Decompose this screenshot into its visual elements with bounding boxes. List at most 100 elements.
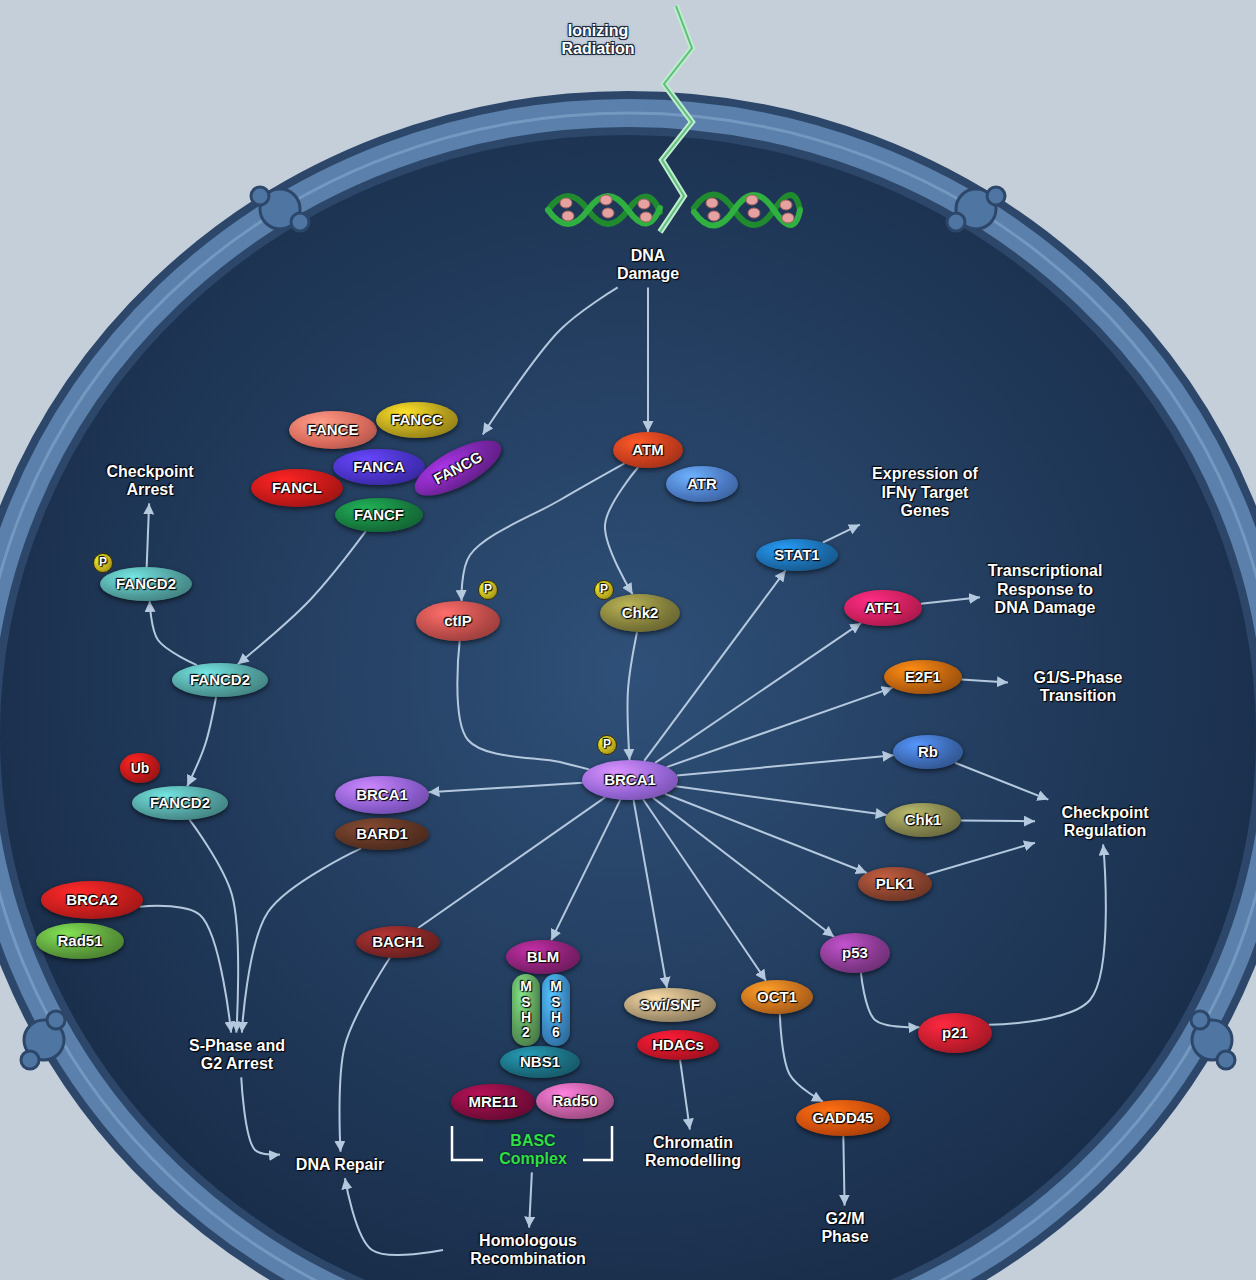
phospho-badge: P bbox=[597, 735, 617, 755]
node-text: P bbox=[603, 738, 611, 752]
pathway-arrow bbox=[187, 697, 216, 786]
node-text: DNA Repair bbox=[296, 1156, 384, 1174]
membrane-knob bbox=[1191, 1011, 1209, 1029]
protein-blob: MRE11 bbox=[451, 1084, 535, 1120]
node-text: BRCA1 bbox=[356, 786, 408, 803]
histone-bead bbox=[706, 198, 718, 208]
pathway-arrow bbox=[628, 632, 637, 760]
pathway-arrow bbox=[921, 597, 980, 604]
ubiquitin-badge: Ub bbox=[120, 753, 161, 783]
protein-blob: MSH6 bbox=[542, 974, 570, 1046]
node-text: FANCL bbox=[272, 479, 322, 496]
node-text: DNA Damage bbox=[612, 247, 684, 284]
pathway-arrow bbox=[647, 287, 649, 432]
node-text: P bbox=[99, 556, 107, 570]
node-text: Chk1 bbox=[905, 811, 942, 828]
histone-bead bbox=[748, 208, 760, 218]
node-text: ATM bbox=[632, 441, 663, 458]
pathway-arrow bbox=[667, 688, 893, 767]
node-text: Checkpoint Arrest bbox=[89, 463, 211, 500]
histone-bead bbox=[600, 195, 612, 205]
protein-blob: NBS1 bbox=[500, 1046, 580, 1078]
pathway-arrow bbox=[665, 794, 867, 873]
pathway-arrow bbox=[677, 755, 894, 775]
histone-bead bbox=[640, 212, 652, 222]
membrane-knob bbox=[47, 1011, 65, 1029]
radiation-bolt bbox=[660, 6, 692, 232]
node-text: STAT1 bbox=[774, 546, 819, 563]
pathway-arrow bbox=[605, 467, 638, 594]
node-text: Homologous Recombination bbox=[447, 1232, 609, 1269]
pathway-arrow bbox=[655, 623, 861, 763]
protein-blob: PLK1 bbox=[858, 867, 932, 901]
pathway-arrow bbox=[643, 799, 766, 981]
pathway-arrow bbox=[989, 844, 1106, 1024]
node-text: PLK1 bbox=[876, 875, 914, 892]
membrane-knob bbox=[21, 1051, 39, 1069]
protein-blob: BRCA1 bbox=[582, 760, 678, 800]
node-text: FANCD2 bbox=[116, 575, 176, 592]
node-text: MSH6 bbox=[549, 979, 563, 1041]
dna-strand bbox=[694, 195, 800, 226]
node-text: ATF1 bbox=[865, 599, 901, 616]
protein-blob: ctIP bbox=[416, 601, 500, 641]
outcome-label: Expression of IFNγ Target Genes bbox=[855, 461, 995, 524]
protein-blob: GADD45 bbox=[796, 1100, 890, 1136]
pathway-arrow bbox=[529, 1172, 532, 1227]
node-text: E2F1 bbox=[905, 668, 941, 685]
node-text: BACH1 bbox=[372, 933, 424, 950]
node-text: Chromatin Remodelling bbox=[627, 1134, 759, 1171]
outcome-label: S-Phase and G2 Arrest bbox=[182, 1033, 292, 1078]
outcome-label: Homologous Recombination bbox=[443, 1228, 613, 1273]
pathway-arrow bbox=[551, 800, 620, 941]
node-text: FANCF bbox=[354, 506, 404, 523]
node-text: P bbox=[600, 583, 608, 597]
protein-blob: BACH1 bbox=[356, 926, 440, 958]
protein-blob: FANCL bbox=[251, 469, 343, 507]
protein-blob: Chk2 bbox=[600, 594, 680, 632]
protein-blob: BRCA1 bbox=[335, 776, 429, 814]
protein-blob: Rad50 bbox=[536, 1083, 614, 1119]
node-text: p53 bbox=[842, 944, 868, 961]
outcome-label: Chromatin Remodelling bbox=[623, 1130, 763, 1175]
node-text: ctIP bbox=[444, 612, 472, 629]
histone-bead bbox=[562, 211, 574, 221]
node-text: FANCG bbox=[431, 448, 485, 488]
protein-blob: FANCD2 bbox=[100, 567, 192, 601]
pathway-arrow bbox=[823, 525, 860, 543]
protein-blob: FANCD2 bbox=[132, 786, 228, 820]
binding-line bbox=[418, 797, 605, 928]
pathway-arrow bbox=[955, 763, 1048, 800]
node-text: Rad51 bbox=[57, 932, 102, 949]
histone-bead bbox=[602, 208, 614, 218]
node-text: BARD1 bbox=[356, 825, 408, 842]
protein-blob: FANCA bbox=[333, 449, 425, 485]
node-text: Ub bbox=[131, 760, 150, 776]
protein-blob: Chk1 bbox=[885, 803, 961, 837]
protein-blob: OCT1 bbox=[741, 980, 813, 1014]
protein-blob: Rb bbox=[893, 735, 963, 769]
outcome-label: G2/M Phase bbox=[805, 1206, 885, 1251]
histone-bead bbox=[638, 199, 650, 209]
protein-blob: BARD1 bbox=[335, 818, 429, 850]
node-text: FANCC bbox=[391, 411, 443, 428]
protein-blob: ATF1 bbox=[844, 590, 922, 626]
node-text: MRE11 bbox=[468, 1093, 517, 1110]
protein-blob: ATM bbox=[613, 432, 683, 468]
outcome-label: DNA Damage bbox=[608, 243, 688, 288]
phospho-badge: P bbox=[93, 553, 113, 573]
pathway-arrow bbox=[345, 1178, 443, 1255]
node-text: Expression of IFNγ Target Genes bbox=[859, 465, 991, 520]
membrane-knob bbox=[21, 187, 1235, 1069]
node-text: FANCE bbox=[308, 421, 359, 438]
pathway-arrow bbox=[147, 503, 149, 567]
pathway-arrow bbox=[680, 1060, 690, 1130]
dna-strand bbox=[694, 194, 800, 225]
pathway-arrow bbox=[483, 287, 618, 434]
node-text: Transcriptional Response to DNA Damage bbox=[984, 562, 1106, 617]
protein-blob: BRCA2 bbox=[41, 881, 143, 919]
membrane-knob bbox=[987, 187, 1005, 205]
pathway-arrow bbox=[238, 531, 366, 664]
protein-blob: Swi/SNF bbox=[624, 988, 716, 1022]
